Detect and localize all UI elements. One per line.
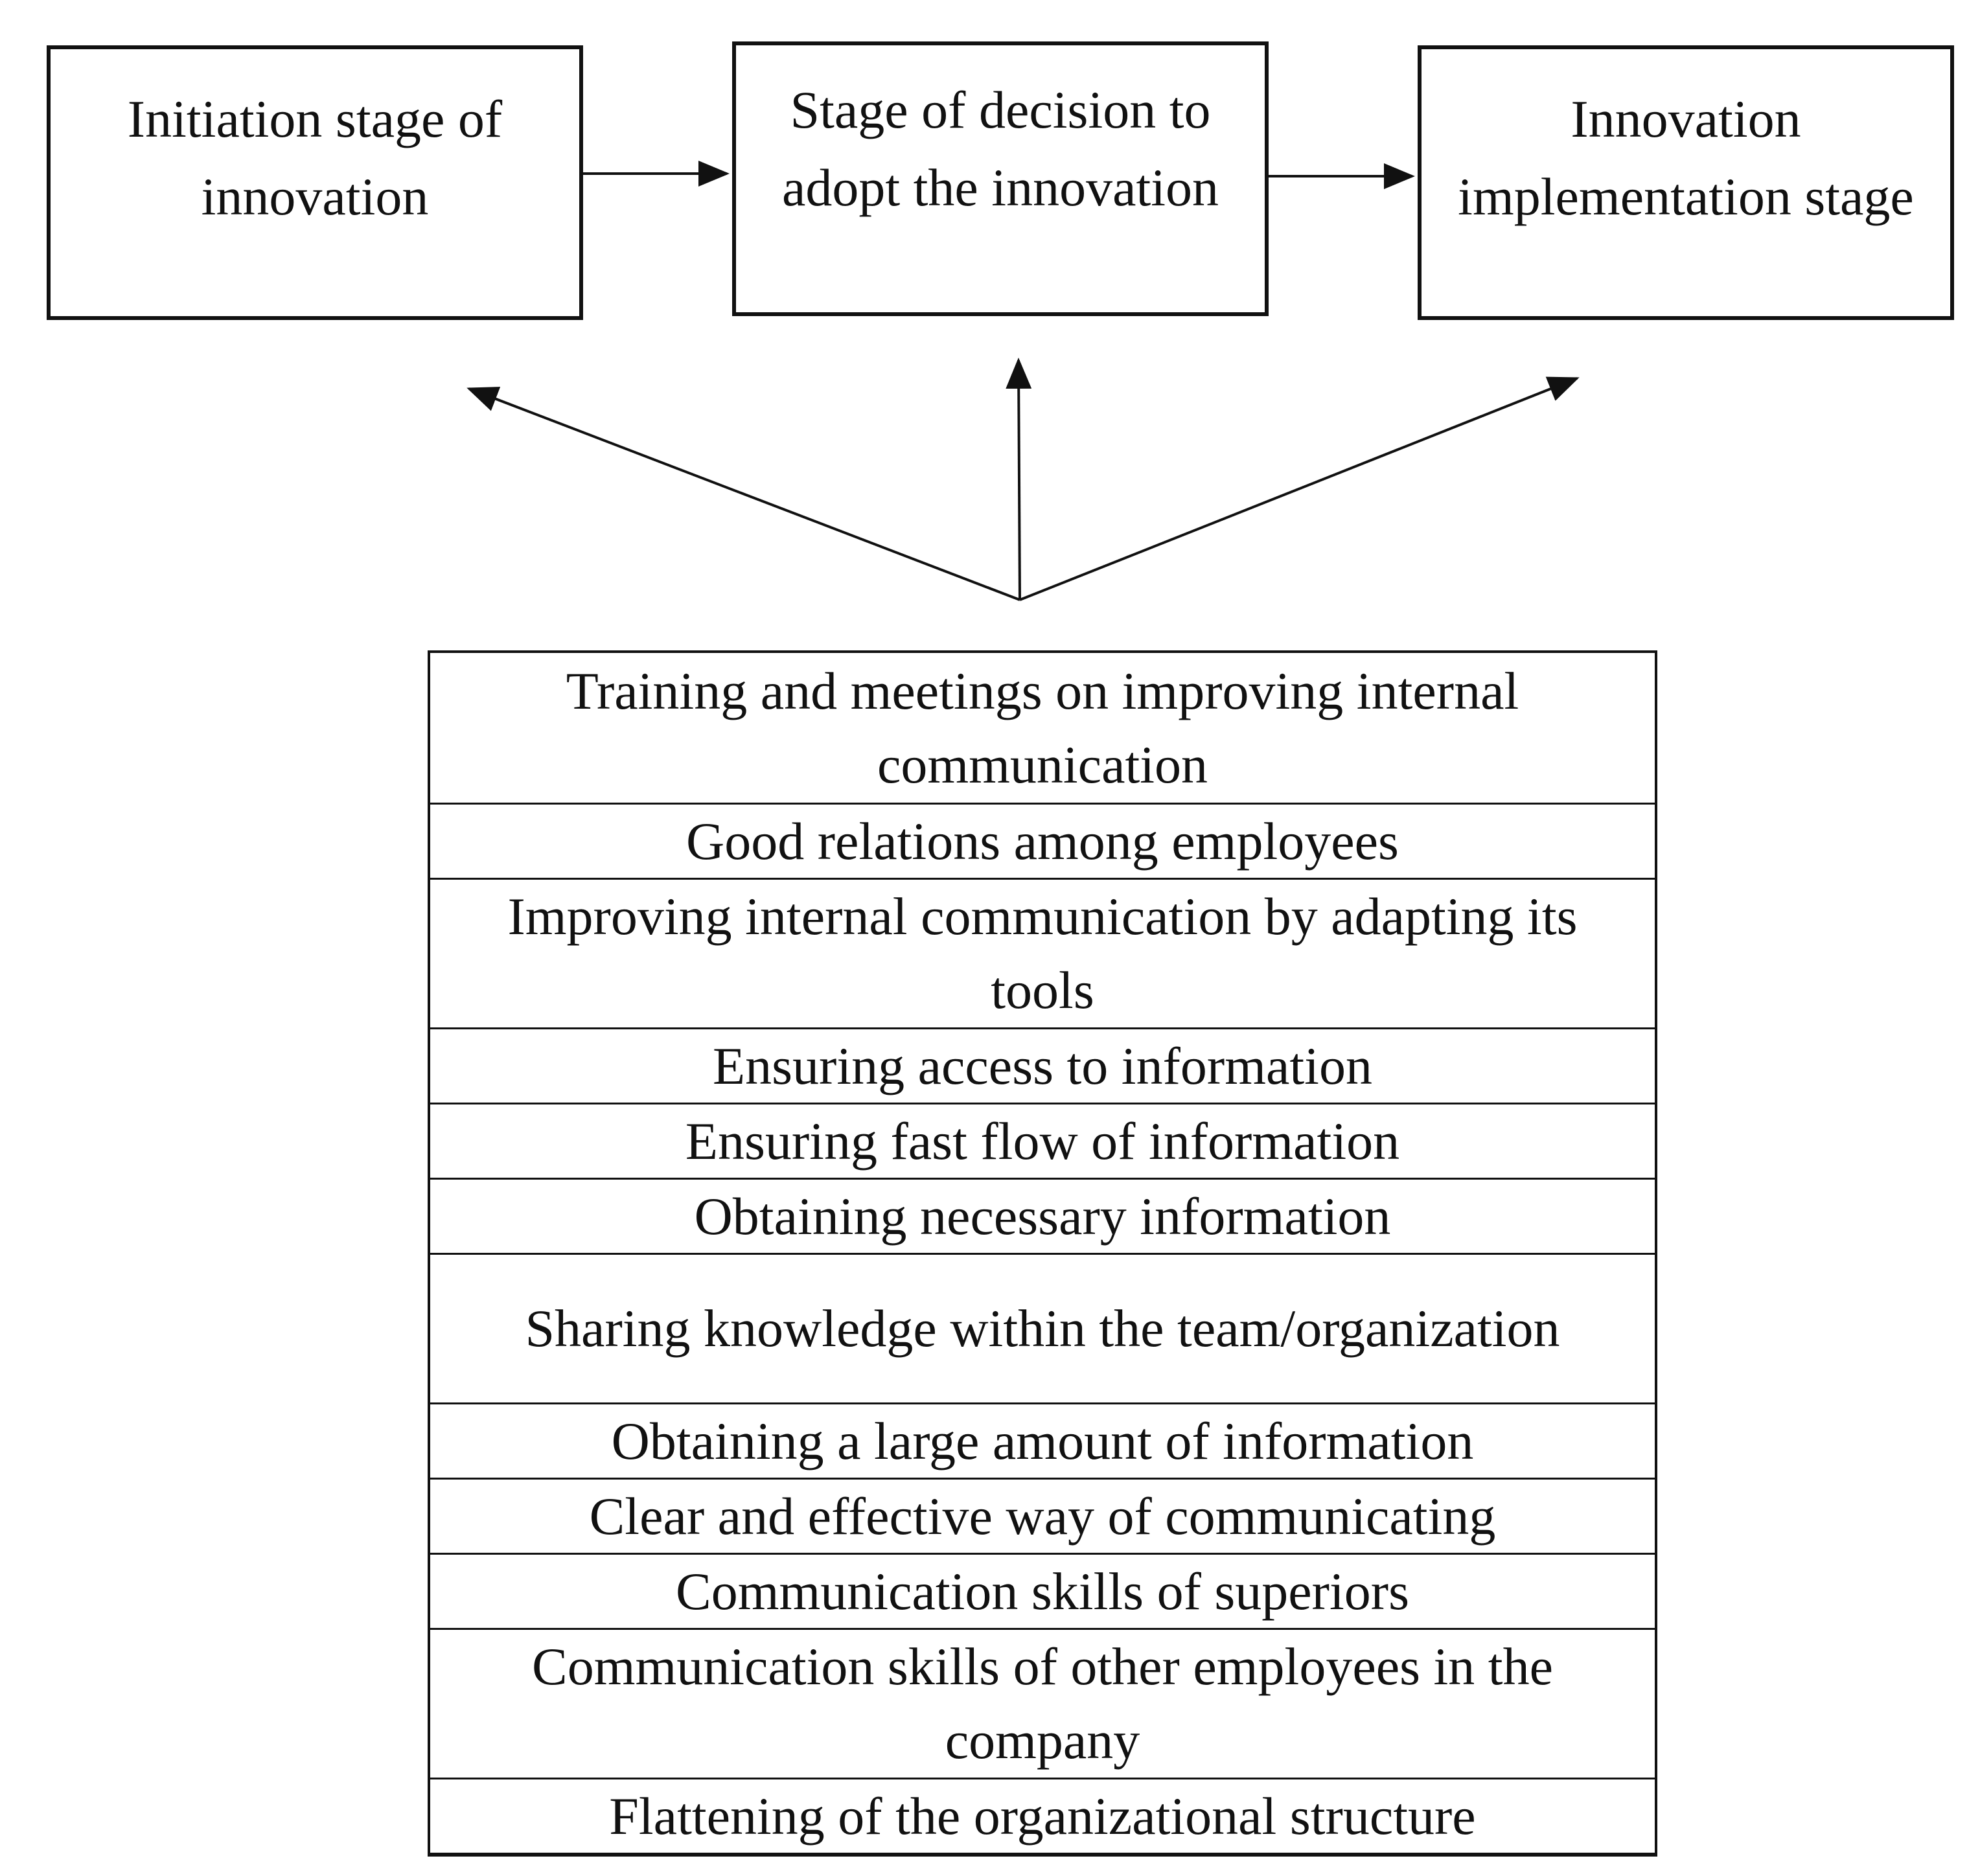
factor-label: Flattening of the organizational structu… (609, 1786, 1476, 1846)
factor-label: Improving internal communication by adap… (507, 887, 1578, 1020)
arrow-factors-to-initiation (466, 387, 1020, 601)
factor-label: Ensuring fast flow of information (685, 1111, 1400, 1171)
factor-row: Obtaining a large amount of information (430, 1402, 1655, 1478)
arrow-factors-to-decision (1006, 358, 1032, 601)
communication-factors-table: Training and meetings on improving inter… (428, 650, 1657, 1857)
factor-row: Communication skills of superiors (430, 1553, 1655, 1628)
factor-row: Good relations among employees (430, 803, 1655, 878)
factor-row: Clear and effective way of communicating (430, 1478, 1655, 1553)
stage-label-implementation: Innovation implementation stage (1458, 89, 1914, 226)
factor-row: Ensuring access to information (430, 1027, 1655, 1103)
factor-label: Clear and effective way of communicating (589, 1486, 1496, 1546)
stage-label-decision: Stage of decision to adopt the innovatio… (781, 80, 1219, 217)
factor-row: Flattening of the organizational structu… (430, 1778, 1655, 1853)
stage-label-initiation: Initiation stage of innovation (127, 89, 503, 226)
factor-label: Sharing knowledge within the team/organi… (525, 1299, 1560, 1358)
factor-row: Communication skills of other employees … (430, 1628, 1655, 1778)
arrow-factors-to-implementation (1019, 376, 1580, 601)
factor-label: Obtaining a large amount of information (611, 1411, 1474, 1470)
stage-box-initiation: Initiation stage of innovation (47, 45, 583, 320)
factor-row: Ensuring fast flow of information (430, 1103, 1655, 1178)
stage-box-implementation: Innovation implementation stage (1418, 45, 1954, 320)
stage-box-decision: Stage of decision to adopt the innovatio… (732, 41, 1269, 316)
factor-label: Communication skills of other employees … (532, 1637, 1553, 1770)
factor-row: Sharing knowledge within the team/organi… (430, 1253, 1655, 1402)
factor-label: Ensuring access to information (713, 1036, 1372, 1095)
factor-label: Communication skills of superiors (676, 1561, 1409, 1621)
factor-label: Good relations among employees (686, 811, 1399, 871)
factor-label: Obtaining necessary information (694, 1186, 1391, 1246)
factor-row: Training and meetings on improving inter… (430, 653, 1655, 803)
factor-row: Obtaining necessary information (430, 1178, 1655, 1253)
factor-row: Improving internal communication by adap… (430, 878, 1655, 1027)
factor-label: Training and meetings on improving inter… (566, 661, 1519, 794)
